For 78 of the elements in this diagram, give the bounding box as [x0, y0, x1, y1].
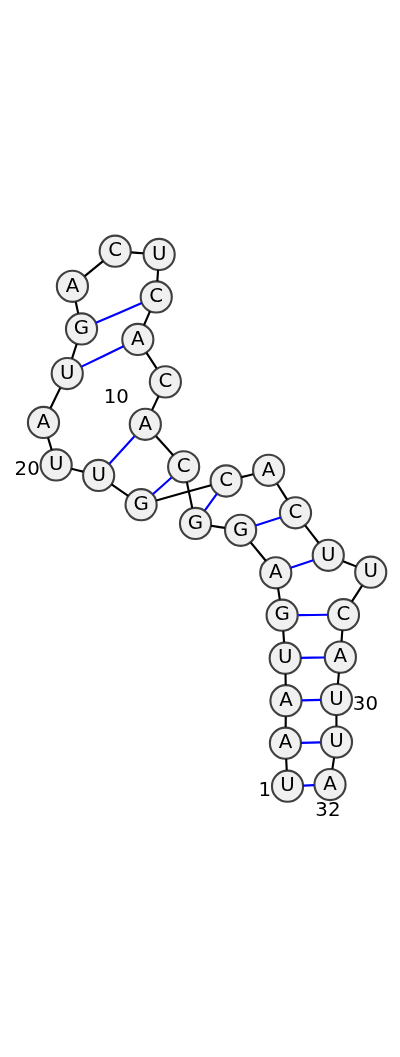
node-circle: A — [26, 405, 61, 439]
connector — [185, 482, 194, 509]
connector — [156, 484, 212, 502]
connector — [276, 483, 289, 501]
node-circle: G — [64, 312, 99, 346]
connector — [303, 784, 315, 787]
node-circle: G — [178, 506, 213, 541]
node-circle: U — [39, 448, 73, 482]
connector — [151, 395, 160, 411]
connector — [49, 387, 62, 409]
connector — [342, 560, 357, 568]
connector — [340, 630, 344, 642]
node-circle: U — [50, 356, 84, 391]
node-label: 20 — [14, 457, 40, 481]
connector — [255, 516, 281, 527]
node-circle: G — [124, 488, 158, 522]
node-circle: A — [121, 322, 155, 356]
node-circle: U — [82, 458, 116, 493]
node-circle: U — [319, 682, 353, 717]
node-circle: C — [278, 496, 313, 530]
node-circle: G — [224, 513, 258, 547]
connector — [71, 343, 78, 359]
connector — [156, 270, 160, 282]
node-circle: U — [319, 725, 354, 759]
node-circle: C — [167, 450, 201, 484]
connector — [301, 741, 321, 744]
connector — [111, 483, 129, 497]
connector — [298, 613, 328, 617]
connector — [95, 302, 143, 324]
node-circle: C — [209, 464, 243, 498]
node-circle: A — [313, 767, 347, 802]
node-circle: A — [252, 453, 286, 487]
connector — [47, 437, 53, 451]
node-circle: A — [323, 640, 357, 674]
connector — [152, 476, 173, 496]
node-label: 1 — [258, 778, 272, 802]
connector — [210, 524, 225, 529]
node-circle: C — [98, 234, 132, 268]
connector — [249, 541, 267, 562]
node-circle: A — [259, 556, 293, 590]
node-label: 30 — [352, 691, 379, 715]
node-circle: U — [311, 538, 345, 572]
connector — [74, 301, 80, 314]
connector — [277, 588, 281, 600]
node-circle: A — [269, 684, 303, 718]
connector — [84, 260, 104, 277]
connector — [331, 757, 336, 769]
connector — [131, 251, 144, 255]
node-circle: U — [142, 237, 176, 272]
node-circle: U — [268, 641, 302, 675]
connector — [282, 631, 286, 643]
node-circle: C — [148, 365, 182, 399]
node-circle: C — [139, 280, 173, 314]
connector — [71, 467, 84, 473]
node-circle: C — [326, 598, 361, 632]
connector — [290, 559, 314, 569]
connector — [284, 716, 287, 728]
connector — [300, 656, 325, 659]
connector — [304, 524, 320, 544]
connector — [155, 435, 174, 456]
connector — [301, 698, 321, 702]
connector — [204, 493, 218, 512]
node-circle: U — [354, 555, 388, 589]
connector — [336, 672, 340, 684]
connector — [145, 352, 158, 369]
connector — [81, 345, 124, 368]
connector — [285, 759, 288, 771]
connector — [284, 673, 287, 685]
node-circle: A — [128, 407, 162, 441]
node-circle: A — [268, 726, 303, 760]
node-circle: U — [270, 769, 305, 803]
connector — [351, 585, 363, 602]
connector — [108, 435, 136, 465]
connector — [335, 715, 338, 727]
connector — [143, 310, 151, 326]
node-circle: A — [55, 269, 90, 303]
node-label: 10 — [103, 385, 129, 409]
node-circle: G — [265, 598, 299, 632]
